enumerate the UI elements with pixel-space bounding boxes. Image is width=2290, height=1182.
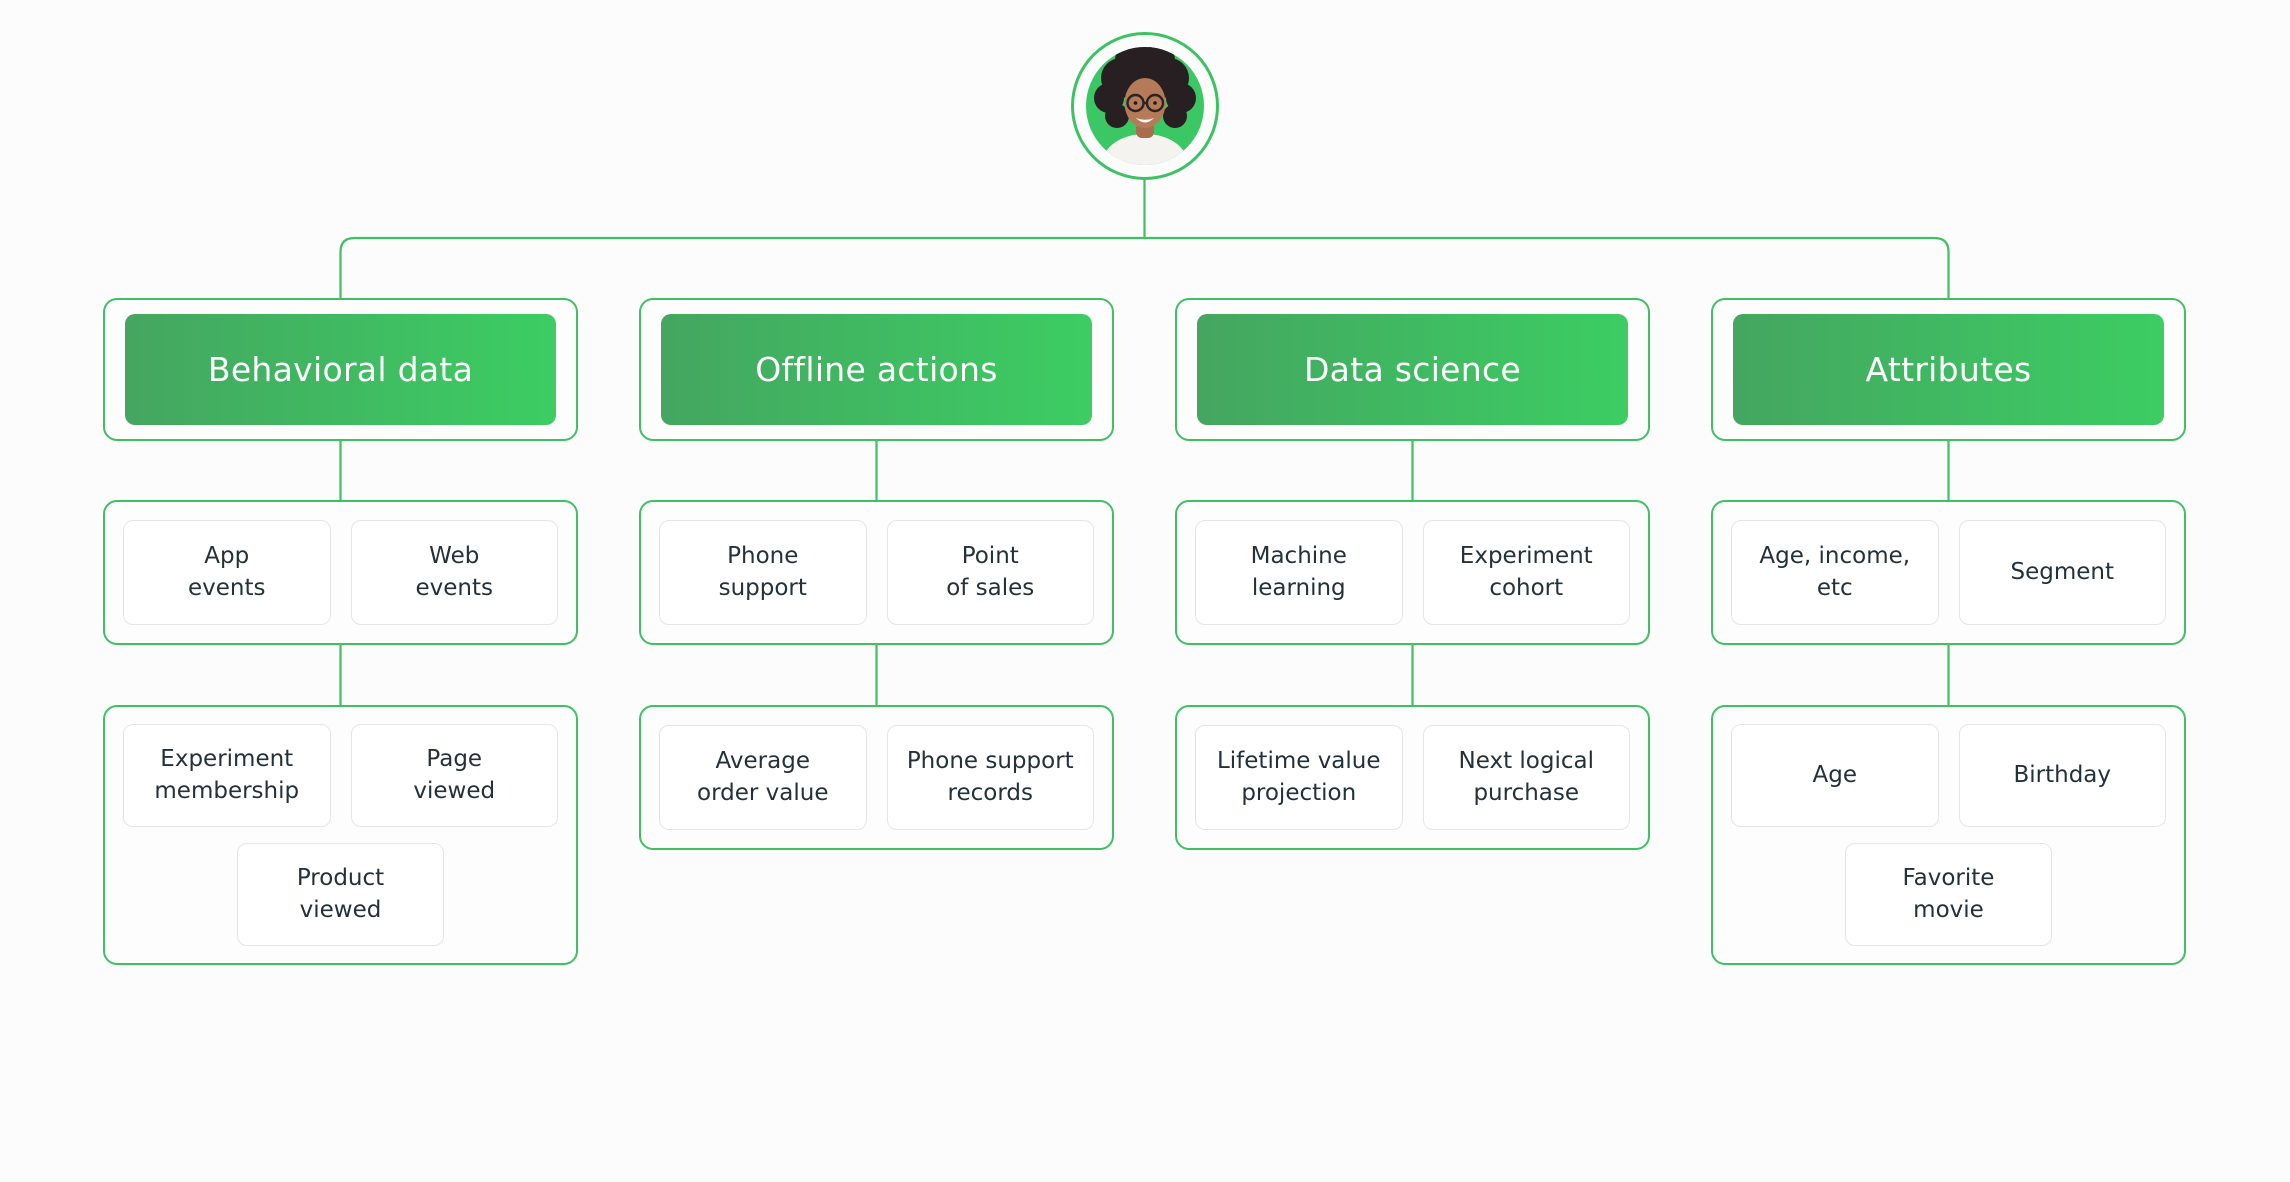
group-datascience-level3: Lifetime value projection Next logical p…: [1175, 705, 1650, 850]
node-experiment-membership: Experiment membership: [123, 724, 331, 827]
node-phone-support-records: Phone support records: [886, 725, 1094, 830]
customer-avatar-icon: [1071, 32, 1219, 180]
node-next-logical-purchase: Next logical purchase: [1422, 725, 1630, 830]
node-page-viewed: Page viewed: [350, 724, 558, 827]
header-container-data-science: Data science: [1175, 298, 1650, 441]
node-web-events: Web events: [350, 520, 558, 625]
header-container-offline-actions: Offline actions: [639, 298, 1114, 441]
node-behavioral-data: Behavioral data: [125, 314, 556, 425]
avatar-ring: [1071, 32, 1219, 180]
node-machine-learning: Machine learning: [1195, 520, 1403, 625]
node-age-income-etc: Age, income, etc: [1731, 520, 1939, 625]
avatar-photo: [1086, 47, 1204, 165]
node-point-of-sales: Point of sales: [886, 520, 1094, 625]
node-average-order-value: Average order value: [659, 725, 867, 830]
node-offline-actions: Offline actions: [661, 314, 1092, 425]
node-data-science: Data science: [1197, 314, 1628, 425]
header-container-behavioral-data: Behavioral data: [103, 298, 578, 441]
header-container-attributes: Attributes: [1711, 298, 2186, 441]
node-product-viewed: Product viewed: [237, 843, 444, 946]
group-offline-level3: Average order value Phone support record…: [639, 705, 1114, 850]
node-segment: Segment: [1958, 520, 2166, 625]
node-birthday: Birthday: [1958, 724, 2166, 827]
group-datascience-level2: Machine learning Experiment cohort: [1175, 500, 1650, 645]
group-behavioral-level3: Experiment membership Page viewed Produc…: [103, 705, 578, 965]
node-lifetime-value-projection: Lifetime value projection: [1195, 725, 1403, 830]
group-attributes-level3: Age Birthday Favorite movie: [1711, 705, 2186, 965]
node-app-events: App events: [123, 520, 331, 625]
node-experiment-cohort: Experiment cohort: [1422, 520, 1630, 625]
group-attributes-level2: Age, income, etc Segment: [1711, 500, 2186, 645]
group-offline-level2: Phone support Point of sales: [639, 500, 1114, 645]
node-attributes: Attributes: [1733, 314, 2164, 425]
group-behavioral-level2: App events Web events: [103, 500, 578, 645]
node-age: Age: [1731, 724, 1939, 827]
horizontal-bar: [339, 236, 1950, 298]
avatar: [1065, 26, 1225, 186]
node-favorite-movie: Favorite movie: [1845, 843, 2052, 946]
node-phone-support: Phone support: [659, 520, 867, 625]
